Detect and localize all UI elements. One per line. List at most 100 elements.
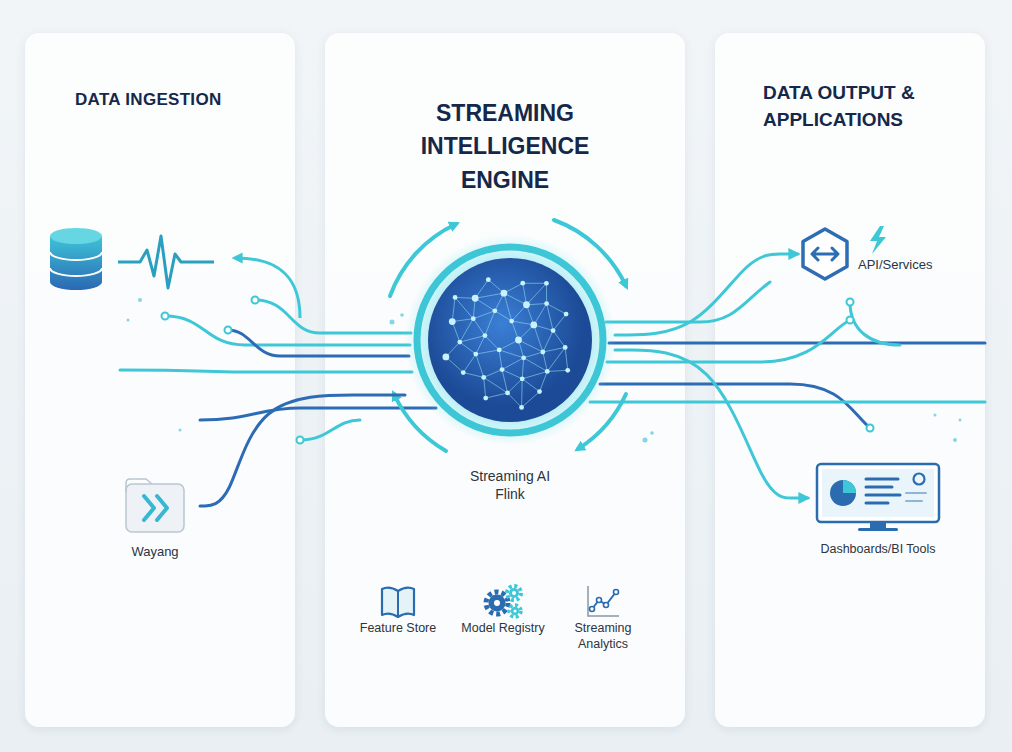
network-link [499, 350, 502, 370]
network-link [473, 319, 485, 336]
network-node [501, 290, 508, 297]
api-service-icon [798, 224, 898, 284]
sparkle-dots [127, 298, 962, 443]
network-node [457, 340, 462, 345]
decoration-svg [798, 224, 898, 284]
decoration-circle [512, 591, 516, 595]
network-node [537, 389, 542, 394]
decoration-circle [867, 425, 874, 432]
decoration-rect [870, 522, 886, 528]
network-link [553, 331, 565, 348]
network-link [524, 358, 548, 372]
decoration-circle [428, 258, 592, 422]
output-panel: DATA OUTPUT & APPLICATIONSAPI/ServicesDa… [715, 33, 985, 727]
decoration-path [906, 493, 926, 501]
decoration-circle [138, 298, 142, 302]
network-link [504, 293, 527, 305]
decoration-circle [830, 480, 856, 506]
decoration-path [843, 480, 856, 493]
decoration-ellipse [50, 228, 102, 244]
decoration-rect [858, 528, 898, 531]
decoration-path [165, 316, 410, 345]
input-flow-lines [120, 300, 436, 440]
decoration-circle [417, 247, 603, 433]
network-link [508, 393, 522, 407]
decoration-svg [816, 463, 940, 533]
decoration-rect [126, 484, 184, 532]
cycle-arrows [390, 220, 626, 451]
decoration-circle [643, 438, 648, 443]
node-label: API/Services [858, 224, 968, 272]
network-link [475, 298, 495, 311]
decoration-path [590, 401, 985, 404]
network-link [502, 358, 524, 370]
network-link [522, 371, 547, 378]
network-link [502, 370, 522, 379]
engine-panel: STREAMING INTELLIGENCE ENGINEStreaming A… [325, 33, 685, 727]
decoration-path [850, 302, 900, 345]
database-icon [50, 228, 102, 290]
network-node [519, 405, 524, 410]
network-link [522, 379, 539, 392]
network-link [521, 379, 523, 408]
streaming-analytics: Streaming Analytics [560, 583, 646, 663]
decoration-path [300, 420, 360, 440]
network-node [530, 321, 537, 328]
network-link [543, 331, 553, 352]
decoration-path [866, 479, 900, 503]
network-node [521, 355, 526, 360]
engine-core: Streaming AI Flink [405, 235, 615, 507]
decoration-circle [604, 603, 609, 608]
network-link [534, 325, 543, 352]
ingestion-panel: DATA INGESTIONWayang [25, 33, 295, 727]
network-node [544, 281, 549, 286]
decoration-path [609, 342, 985, 345]
network-link [463, 354, 476, 372]
network-node [483, 396, 488, 401]
decoration-svg [483, 583, 523, 619]
decoration-circle [507, 586, 521, 600]
decoration-path [606, 282, 770, 322]
decoration-path [50, 252, 102, 276]
decoration-circle [162, 313, 169, 320]
network-link [547, 347, 565, 371]
network-link [476, 350, 499, 354]
decoration-circle [953, 438, 957, 442]
network-node [520, 281, 525, 286]
network-link [476, 354, 484, 377]
decoration-circle [914, 474, 925, 485]
network-node [473, 352, 478, 357]
decoration-circle [179, 429, 182, 432]
decoration-path [200, 408, 436, 420]
flow-connector [615, 254, 798, 335]
network-node [461, 370, 466, 375]
network-node [453, 295, 458, 300]
decoration-path [126, 479, 152, 492]
decoration-g [866, 479, 900, 503]
network-link [486, 393, 508, 398]
network-node [472, 295, 479, 302]
flow-connector [615, 350, 808, 498]
decoration-circle [489, 595, 506, 612]
decoration-path [228, 330, 409, 356]
network-node [486, 277, 491, 282]
network-link [547, 304, 567, 314]
feature-store: Feature Store [350, 583, 446, 645]
decoration-polyline [592, 592, 616, 609]
network-node [545, 369, 550, 374]
network-node [509, 319, 514, 324]
network-link [463, 373, 483, 378]
decoration-path [607, 320, 850, 362]
decoration-circle [424, 254, 596, 426]
decoration-circle [127, 319, 130, 322]
decoration-circle [509, 605, 521, 617]
decoration-path [588, 586, 619, 616]
decoration-svg [585, 583, 621, 619]
network-node [442, 354, 449, 361]
node-label: Dashboards/BI Tools [808, 458, 948, 556]
decoration-path [397, 591, 399, 617]
network-link [522, 392, 540, 408]
node-label: Model Registry [451, 583, 555, 635]
source-folder-icon [124, 474, 186, 536]
network-node [481, 375, 486, 380]
